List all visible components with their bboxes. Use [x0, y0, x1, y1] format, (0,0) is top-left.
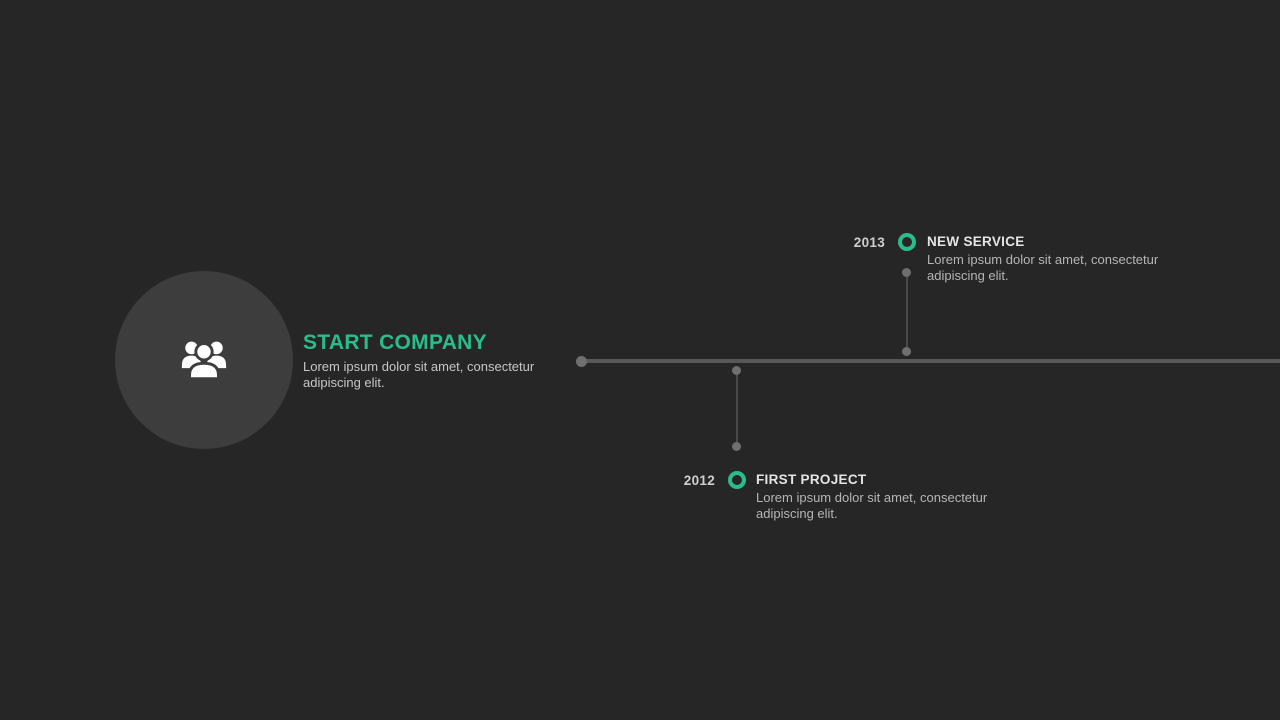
users-icon — [179, 337, 229, 384]
event-description: Lorem ipsum dolor sit amet, consectetur … — [927, 252, 1159, 283]
event-node-ring — [728, 471, 746, 489]
connector-dot-top — [732, 366, 741, 375]
event-connector — [906, 272, 908, 351]
connector-dot-bottom — [902, 347, 911, 356]
feature-circle — [115, 271, 293, 449]
timeline-start-dot — [576, 356, 587, 367]
connector-dot-top — [902, 268, 911, 277]
event-title: FIRST PROJECT — [756, 472, 867, 487]
connector-dot-bottom — [732, 442, 741, 451]
event-node-ring — [898, 233, 916, 251]
event-connector — [736, 370, 738, 446]
event-title: NEW SERVICE — [927, 234, 1025, 249]
event-description: Lorem ipsum dolor sit amet, consectetur … — [756, 490, 988, 521]
feature-title: START COMPANY — [303, 331, 487, 354]
timeline-line — [581, 359, 1280, 363]
event-year: 2012 — [683, 473, 715, 488]
feature-description: Lorem ipsum dolor sit amet, consectetur … — [303, 359, 535, 390]
feature-text-block: START COMPANY Lorem ipsum dolor sit amet… — [303, 331, 565, 391]
event-year: 2013 — [853, 235, 885, 250]
